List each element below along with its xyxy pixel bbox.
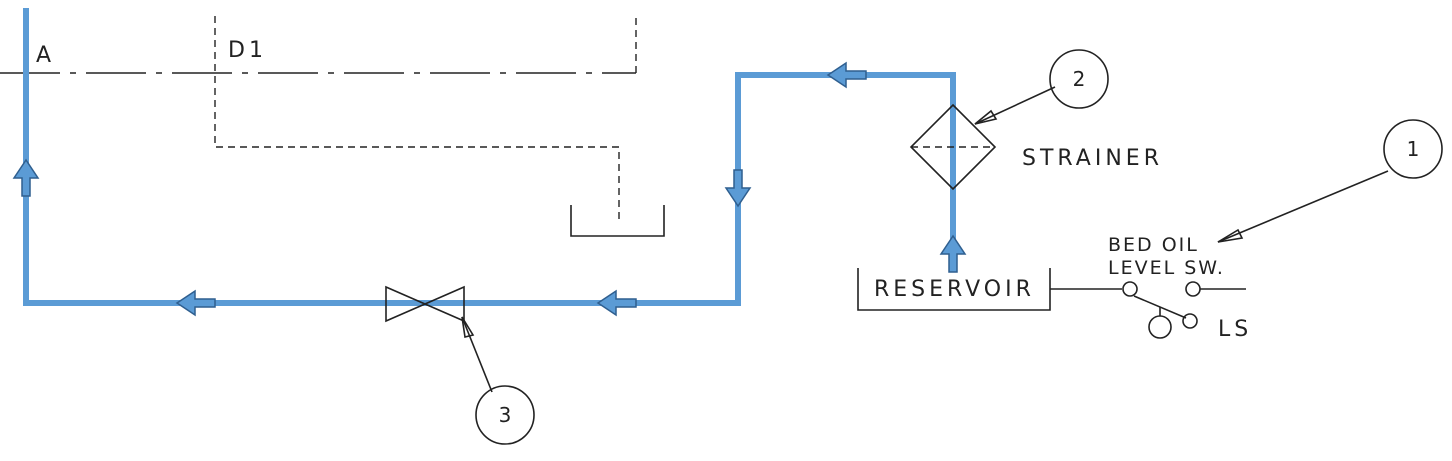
label-d1: D1: [228, 38, 267, 63]
hidden-line-d1: [214, 16, 620, 222]
leader-2: [974, 86, 1056, 125]
leader-2-arrow: [974, 109, 998, 125]
leader-3: [461, 316, 493, 393]
leader-1: [1217, 170, 1389, 243]
leader-1-arrow: [1217, 228, 1244, 243]
oil-pipe: [23, 8, 956, 306]
flow-arrow-up-left: [12, 158, 40, 197]
flow-arrow-left-bottom-1: [175, 289, 216, 317]
flow-arrow-left-top: [826, 61, 867, 89]
label-level-switch-2: LEVEL SW.: [1108, 257, 1225, 279]
valve-icon: [385, 285, 465, 323]
label-ls: LS: [1218, 317, 1252, 342]
callout-number-1: 1: [1407, 137, 1420, 161]
switch-contact-bottom: [1182, 313, 1198, 329]
flow-arrow-left-bottom-2: [596, 289, 637, 317]
switch-contact-left: [1122, 281, 1138, 297]
callout-number-3: 3: [499, 403, 512, 427]
label-level-switch-1: BED OIL: [1108, 234, 1199, 256]
label-strainer: STRAINER: [1022, 146, 1163, 171]
flow-arrow-down: [724, 169, 752, 208]
flow-arrow-up-reservoir: [939, 234, 967, 273]
leader-3-arrow: [461, 316, 475, 338]
callout-circle-2: [1049, 49, 1109, 109]
label-a: A: [36, 43, 55, 68]
switch-contact-right: [1185, 281, 1201, 297]
float-icon: [1148, 315, 1172, 339]
callout-circle-1: [1383, 119, 1443, 179]
tank-outline: [570, 205, 665, 237]
strainer-icon: [909, 103, 997, 191]
label-reservoir: RESERVOIR: [874, 277, 1035, 302]
callout-circle-3: [475, 385, 535, 445]
callout-number-2: 2: [1073, 67, 1086, 91]
